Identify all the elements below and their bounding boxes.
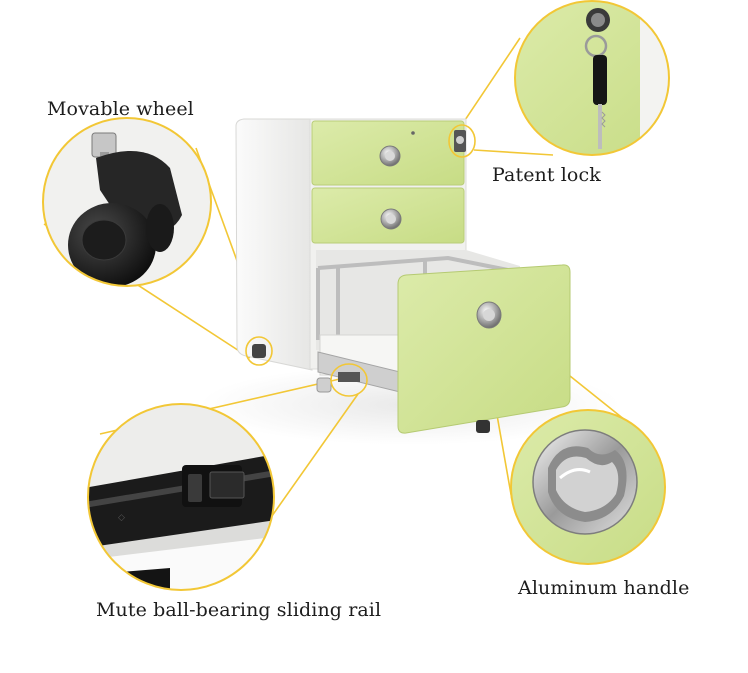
rear-caster <box>476 420 490 433</box>
patent-lock-label: Patent lock <box>492 164 601 186</box>
recessed-handle-icon <box>510 409 666 565</box>
mobile-pedestal-cabinet <box>235 118 571 434</box>
open-file-drawer-front <box>397 264 571 434</box>
side-caster <box>252 344 266 358</box>
callout-anchor-rings <box>245 124 476 397</box>
cabinet-side-panel <box>235 118 313 371</box>
key-lock-icon <box>514 0 670 156</box>
movable-wheel-label: Movable wheel <box>47 98 194 120</box>
aluminum-handle-label: Aluminum handle <box>518 577 690 599</box>
svg-text:◇: ◇ <box>118 513 125 523</box>
caster-wheel-icon <box>42 117 212 287</box>
sliding-rail-icon: ◇ <box>87 403 275 591</box>
front-caster <box>316 377 332 393</box>
sliding-rail-label: Mute ball-bearing sliding rail <box>96 599 382 621</box>
